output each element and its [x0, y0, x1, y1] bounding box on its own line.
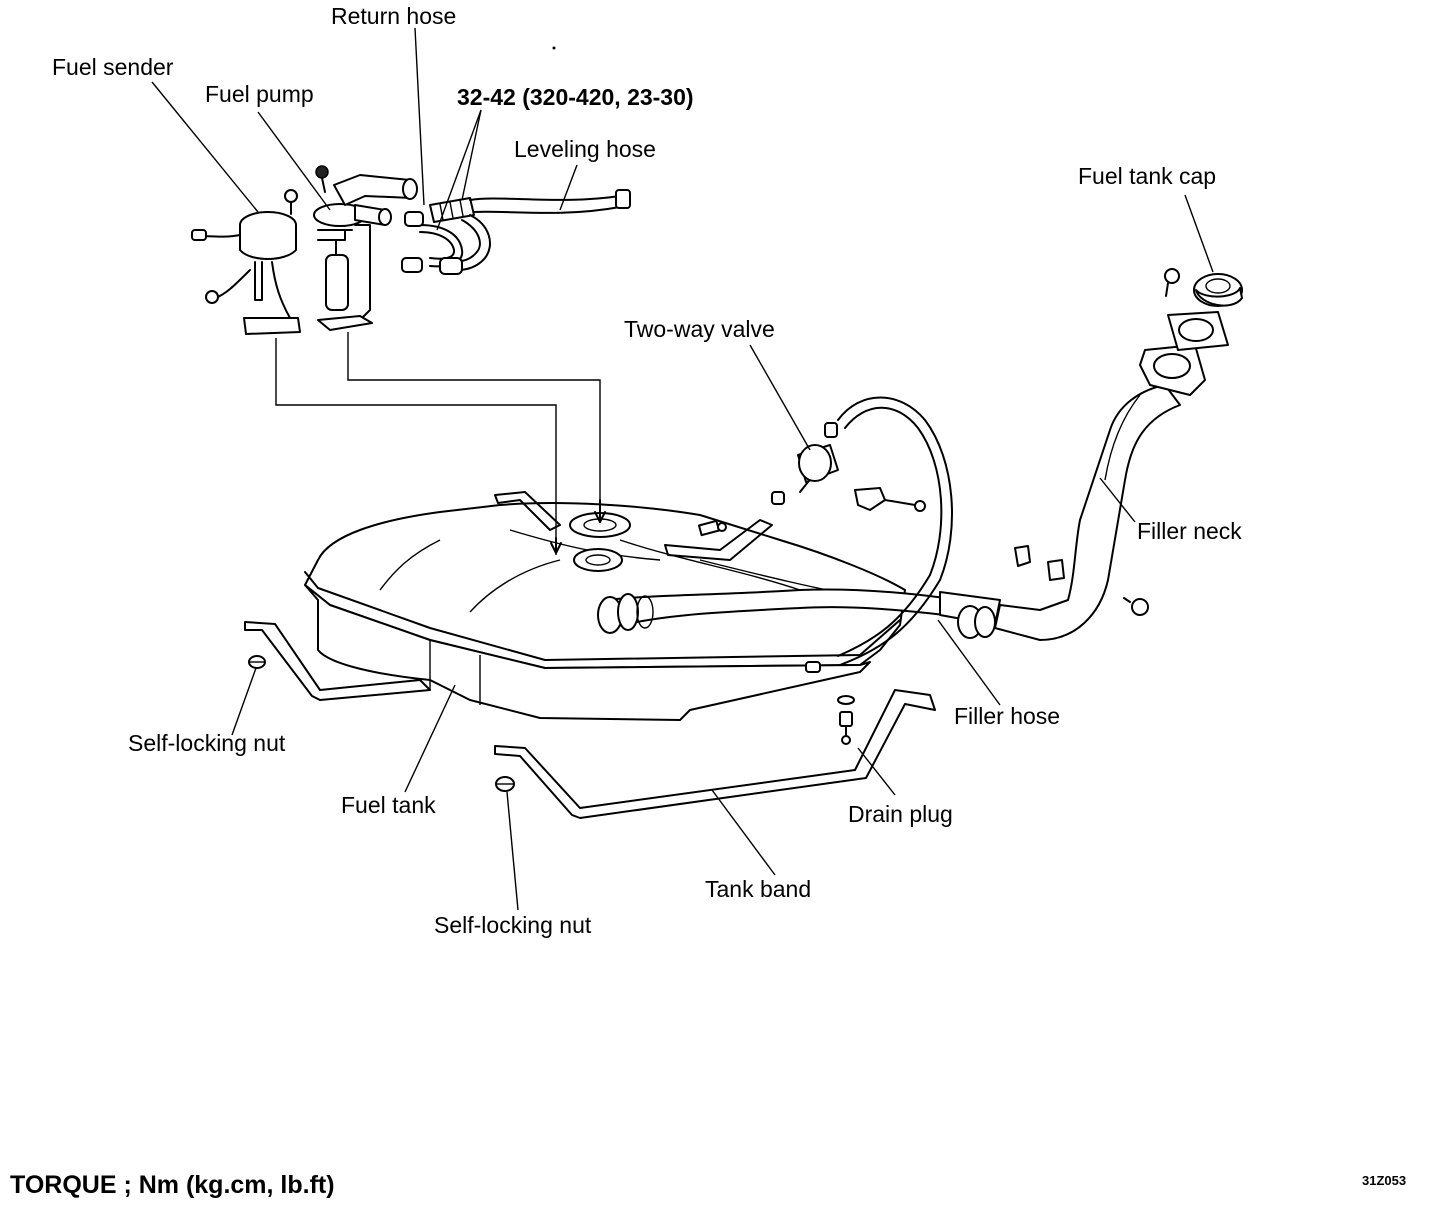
label-tank-band: Tank band: [705, 876, 812, 902]
label-leveling-hose: Leveling hose: [514, 136, 656, 162]
leader-lines: [151, 27, 1214, 911]
label-drain-plug: Drain plug: [848, 801, 953, 827]
leader-self-locking-nut-bottom: [506, 791, 519, 911]
leader-filler-neck: [1099, 477, 1136, 523]
label-fuel-tank: Fuel tank: [341, 792, 436, 818]
label-torque-spec: 32-42 (320-420, 23-30): [457, 84, 694, 110]
label-filler-hose: Filler hose: [954, 703, 1061, 729]
label-fuel-sender: Fuel sender: [52, 54, 174, 80]
speck-mark: [552, 46, 556, 50]
torque-units-legend: TORQUE ; Nm (kg.cm, lb.ft): [10, 1171, 335, 1199]
leader-filler-hose: [937, 619, 1001, 706]
leader-torque-1: [436, 109, 482, 231]
leader-tank-band: [711, 789, 776, 876]
figure-code: 31Z053: [1362, 1173, 1407, 1188]
label-filler-neck: Filler neck: [1137, 518, 1242, 544]
leader-fuel-pump: [257, 111, 331, 211]
fuel-tank-body: [304, 491, 946, 721]
leader-fuel-tank-cap: [1184, 194, 1214, 273]
label-fuel-tank-cap: Fuel tank cap: [1078, 163, 1217, 189]
return-and-leveling-hoses: [401, 189, 631, 275]
leader-fuel-tank: [404, 684, 456, 793]
filler-neck-assembly: [939, 268, 1243, 641]
label-two-way-valve: Two-way valve: [624, 316, 775, 342]
fuel-pump-assembly: [313, 165, 418, 331]
leader-self-locking-nut-left: [231, 667, 257, 736]
label-self-locking-nut-left: Self-locking nut: [128, 730, 286, 756]
fuel-sender-assembly: [191, 189, 301, 335]
leader-return-hose: [414, 27, 425, 206]
assembly-guide-lines: [275, 332, 606, 555]
leader-two-way-valve: [749, 344, 811, 451]
label-fuel-pump: Fuel pump: [205, 81, 314, 107]
label-return-hose: Return hose: [331, 3, 457, 29]
two-way-valve-assembly: [771, 396, 953, 666]
leader-leveling-hose: [559, 164, 578, 211]
leader-fuel-sender: [151, 81, 259, 213]
tank-bands: [244, 621, 936, 819]
leader-drain-plug: [857, 747, 896, 796]
leader-torque-2: [461, 109, 482, 201]
label-self-locking-nut-bottom: Self-locking nut: [434, 912, 592, 938]
